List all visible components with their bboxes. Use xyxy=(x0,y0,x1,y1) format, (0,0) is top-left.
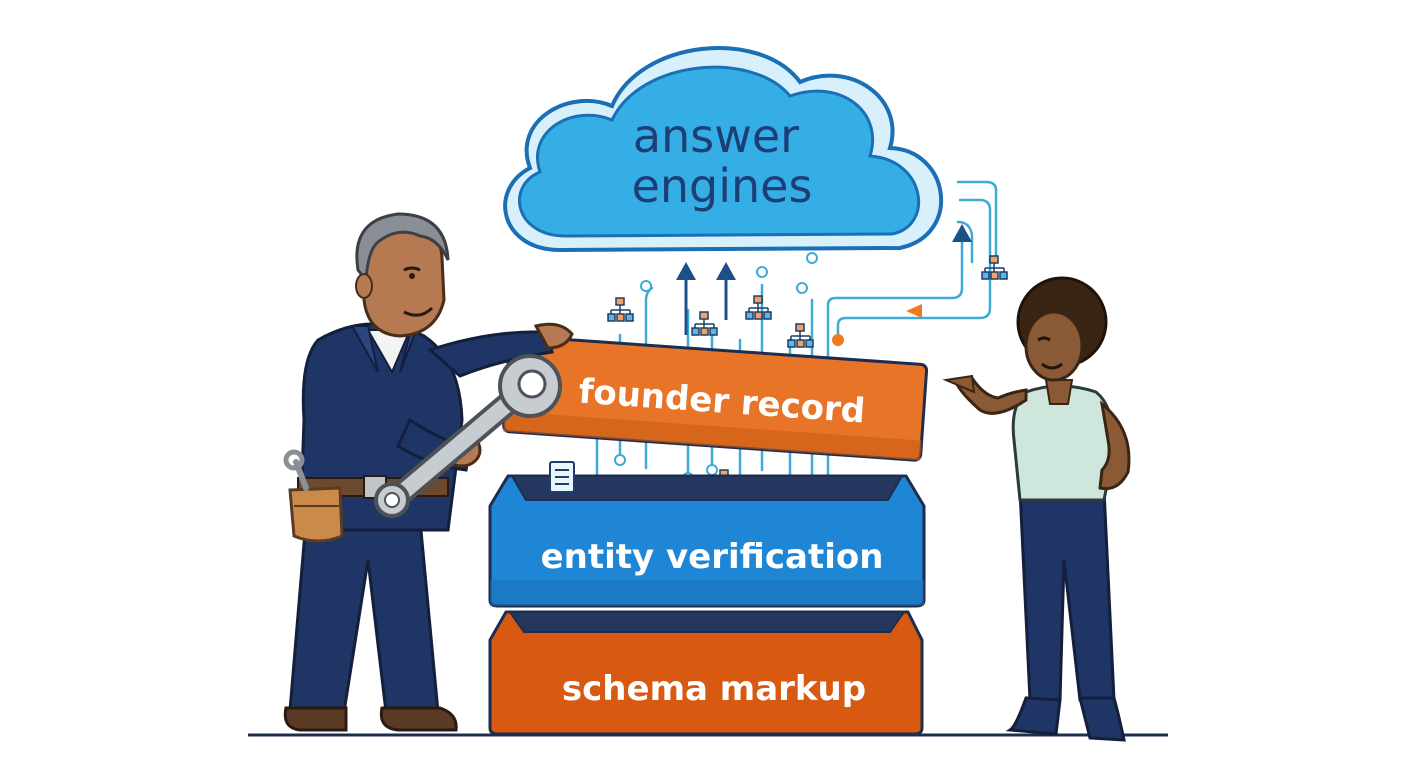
cloud-label-line2: engines xyxy=(632,159,813,213)
schema-markup-label: schema markup xyxy=(562,669,866,709)
accent-dot xyxy=(832,334,844,346)
entity-verification-block: entity verification xyxy=(488,474,926,608)
accent-arrow-icon xyxy=(906,304,922,318)
schema-markup-block: schema markup xyxy=(488,610,924,736)
founder-record-block: founder record xyxy=(502,334,929,462)
wrench-icon xyxy=(374,354,562,518)
document-icon xyxy=(549,461,575,493)
arrow-up-icon xyxy=(676,224,972,335)
presenter-figure xyxy=(942,276,1131,742)
cloud-label-line1: answer xyxy=(633,109,799,163)
answer-engines-cloud: answer engines xyxy=(503,46,944,253)
entity-verification-label: entity verification xyxy=(541,537,884,577)
